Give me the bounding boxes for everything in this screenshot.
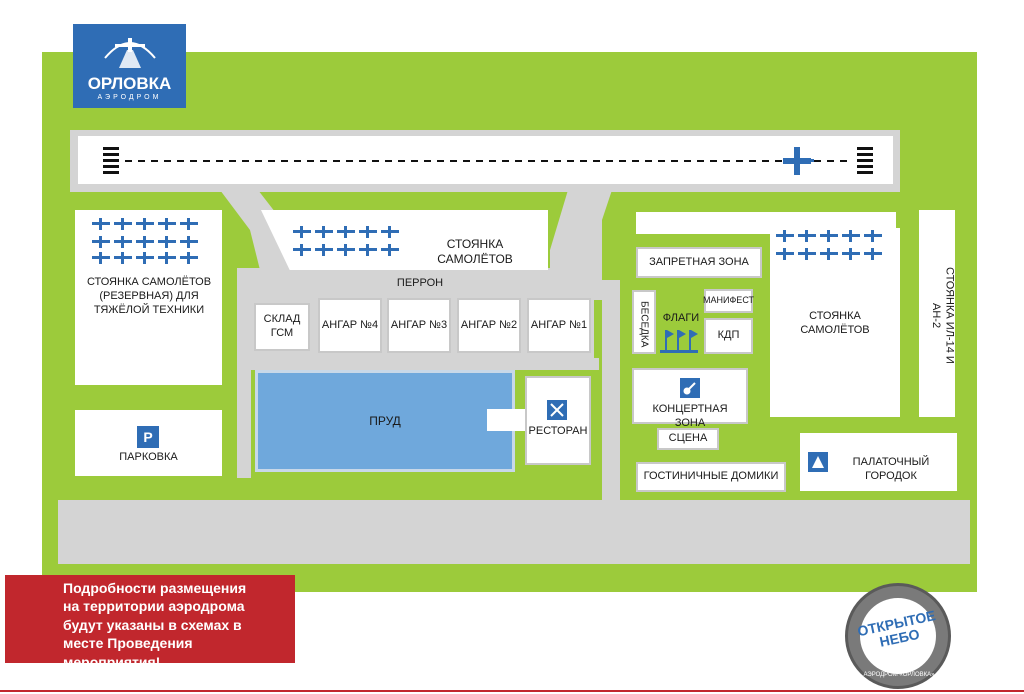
aircraft-parking-top [261,210,548,270]
notice-text: Подробности размещения на территории аэр… [63,580,247,670]
pond-label: ПРУД [369,413,401,428]
hangar-4: АНГАР №4 [318,298,382,353]
control-tower-label: КДП [717,329,740,342]
restaurant-icon [547,400,567,420]
hangar-1-label: АНГАР №1 [530,318,588,331]
hangar-2: АНГАР №2 [457,298,521,353]
gazebo [632,290,656,354]
stage-label: СЦЕНА [668,432,708,445]
airplane-group-reserve [92,218,212,268]
il14-parking [919,210,955,417]
fuel-store: СКЛАД ГСМ [254,303,310,351]
guest-houses-label: ГОСТИНИЧНЫЕ ДОМИКИ [643,470,779,483]
event-badge: ОТКРЫТОЕ НЕБО АЭРОДРОМ «ОРЛОВКА» [845,583,951,689]
manifest: МАНИФЕСТ [703,289,755,313]
parking-lot-label: ПАРКОВКА [119,451,178,463]
hangar-3-label: АНГАР №3 [390,318,448,331]
pond-pier [487,409,529,431]
airplane-group-top [293,226,408,258]
bottom-line [0,690,1024,692]
reserve-parking-label: СТОЯНКА САМОЛЁТОВ (РЕЗЕРВНАЯ) ДЛЯ ТЯЖЁЛО… [86,276,212,316]
manifest-label: МАНИФЕСТ [703,295,755,306]
runway-threshold-right [857,147,873,175]
service-road [602,280,620,505]
notice-box: Подробности размещения на территории аэр… [5,575,295,670]
stage: СЦЕНА [657,428,719,450]
event-badge-inner [860,598,936,674]
hangar-3: АНГАР №3 [387,298,451,353]
flags-label: ФЛАГИ [662,312,700,324]
restaurant [525,376,591,465]
concert-zone-label: КОНЦЕРТНАЯ ЗОНА [652,403,728,429]
gazebo-label: БЕСЕДКА [638,300,650,348]
aircraft-parking-top-label: СТОЯНКА САМОЛЁТОВ [437,237,513,266]
tent-icon [808,452,828,472]
hangar-1: АНГАР №1 [527,298,591,353]
forbidden-zone: ЗАПРЕТНАЯ ЗОНА [636,247,762,278]
aircraft-parking-right [770,228,900,417]
event-badge-ring-text: АЭРОДРОМ «ОРЛОВКА» [863,672,935,678]
restaurant-label: РЕСТОРАН [528,425,588,437]
pond: ПРУД [255,370,515,472]
apron-label: ПЕРРОН [396,277,444,289]
aircraft-parking-right-label: СТОЯНКА САМОЛЁТОВ [800,310,870,336]
pond-road [237,358,251,478]
runway-centerline [125,160,850,162]
fuel-store-label: СКЛАД ГСМ [263,313,301,339]
runway-threshold-left [103,147,119,175]
main-road [58,500,970,564]
logo: ОРЛОВКА АЭРОДРОМ [73,24,186,108]
logo-name: ОРЛОВКА [87,74,172,93]
forbidden-zone-label: ЗАПРЕТНАЯ ЗОНА [649,255,749,268]
tent-camp-label: ПАЛАТОЧНЫЙ ГОРОДОК [852,456,930,482]
parking-icon: P [137,426,159,448]
il14-parking-label: СТОЯНКА ИЛ-14 И АН-2 [929,267,956,364]
airplane-group-right [776,230,891,262]
airplane-icon [783,147,814,175]
flags-icon [660,330,698,353]
hangar-4-label: АНГАР №4 [321,318,379,331]
logo-subtitle: АЭРОДРОМ [97,94,162,101]
apron-lower [237,358,599,370]
guitar-icon [680,378,700,398]
logo-emblem-icon [104,38,156,68]
control-tower: КДП [704,318,753,354]
guest-houses: ГОСТИНИЧНЫЕ ДОМИКИ [636,462,786,492]
hangar-2-label: АНГАР №2 [460,318,518,331]
